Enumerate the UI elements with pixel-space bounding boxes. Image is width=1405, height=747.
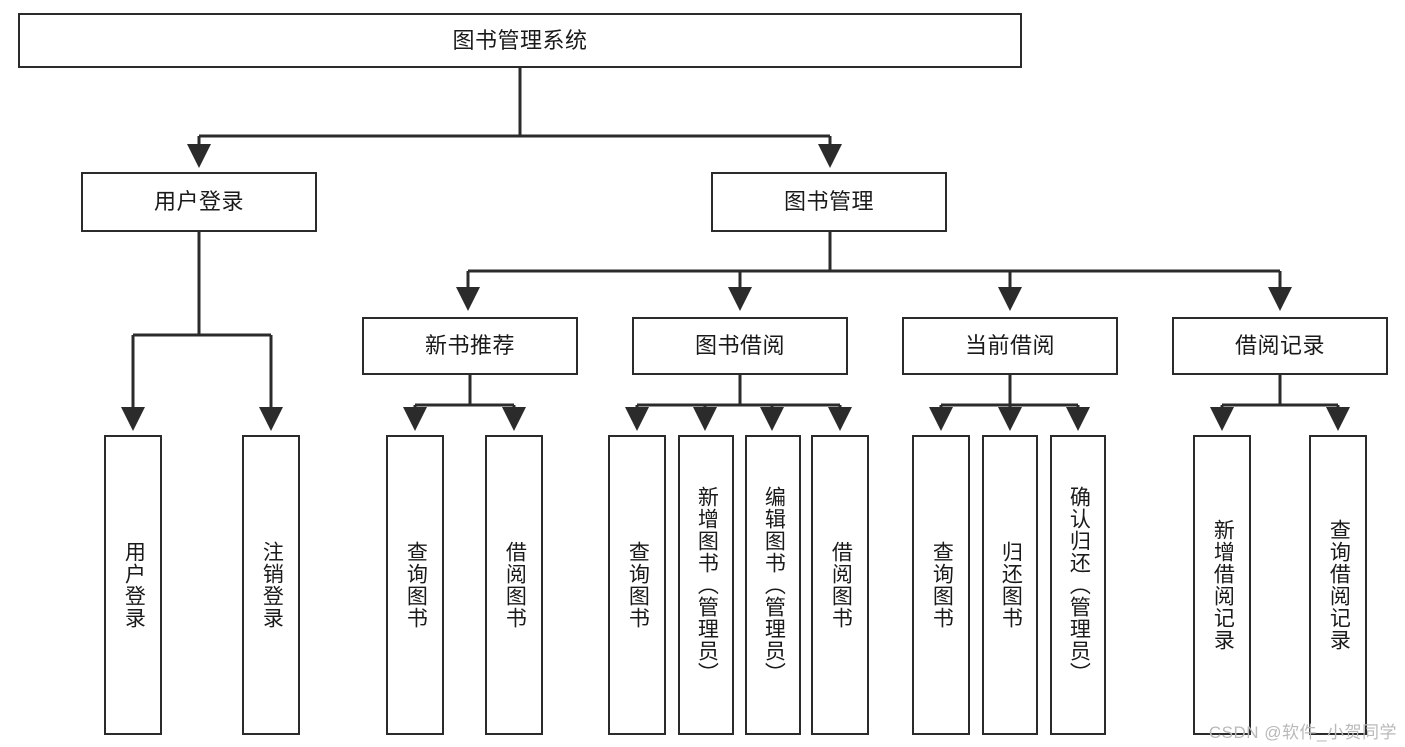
csdn-watermark: CSDN @软件_小贺同学 xyxy=(1208,723,1397,742)
leaf-add-borrow-record[interactable]: 新增借阅记录 xyxy=(1193,435,1251,735)
leaf-confirm-return-admin[interactable]: 确认归还（管理员） xyxy=(1050,435,1106,735)
leaf-query-book-newbook[interactable]: 查询图书 xyxy=(386,435,444,735)
node-new-book-recommend[interactable]: 新书推荐 xyxy=(362,317,578,375)
node-user-login[interactable]: 用户登录 xyxy=(81,172,317,232)
node-borrow-records[interactable]: 借阅记录 xyxy=(1172,317,1388,375)
node-root[interactable]: 图书管理系统 xyxy=(18,13,1022,68)
node-book-management[interactable]: 图书管理 xyxy=(711,172,947,232)
leaf-add-book-admin[interactable]: 新增图书（管理员） xyxy=(678,435,734,735)
leaf-logout[interactable]: 注销登录 xyxy=(242,435,300,735)
leaf-query-book-current[interactable]: 查询图书 xyxy=(912,435,970,735)
leaf-borrow-book-newbook[interactable]: 借阅图书 xyxy=(485,435,543,735)
leaf-query-borrow-record[interactable]: 查询借阅记录 xyxy=(1309,435,1367,735)
leaf-query-book-borrow[interactable]: 查询图书 xyxy=(608,435,666,735)
leaf-edit-book-admin[interactable]: 编辑图书（管理员） xyxy=(745,435,801,735)
leaf-borrow-book[interactable]: 借阅图书 xyxy=(811,435,869,735)
leaf-return-book[interactable]: 归还图书 xyxy=(982,435,1038,735)
node-book-borrow[interactable]: 图书借阅 xyxy=(632,317,848,375)
node-current-borrow[interactable]: 当前借阅 xyxy=(902,317,1118,375)
leaf-user-login[interactable]: 用户登录 xyxy=(104,435,162,735)
